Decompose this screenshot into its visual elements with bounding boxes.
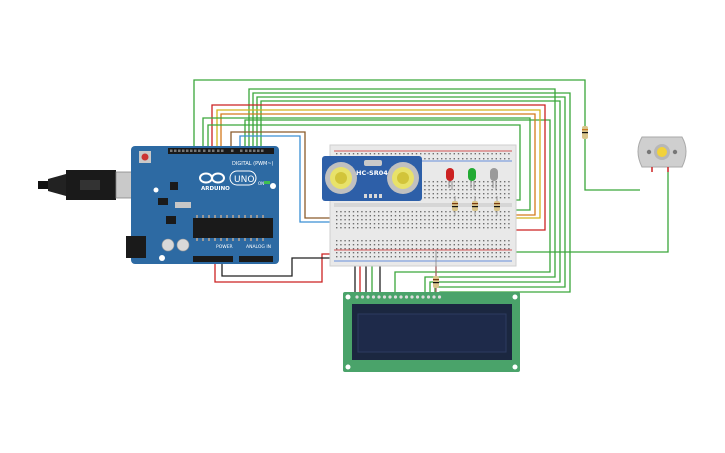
arduino-model: UNO bbox=[234, 175, 254, 185]
on-label: ON bbox=[258, 181, 264, 186]
dc-motor-icon[interactable] bbox=[637, 136, 687, 172]
infinity-logo-icon bbox=[199, 172, 225, 184]
digital-pins bbox=[170, 149, 264, 152]
resistor-icon[interactable] bbox=[452, 196, 458, 216]
wire-black-gnd[interactable] bbox=[221, 257, 340, 277]
resistor-icon[interactable] bbox=[582, 126, 588, 139]
led-gray[interactable] bbox=[490, 168, 498, 190]
power-header bbox=[193, 256, 233, 262]
ultrasonic-sensor[interactable]: HC-SR04 bbox=[322, 156, 422, 201]
usb-connector-icon bbox=[38, 170, 147, 200]
wire-green-3[interactable] bbox=[256, 96, 566, 298]
led-red[interactable] bbox=[446, 168, 454, 190]
lcd-pins bbox=[355, 295, 442, 299]
wire-green-1[interactable] bbox=[193, 79, 640, 191]
resistor-icon[interactable] bbox=[433, 250, 439, 296]
analog-label: ANALOG IN bbox=[246, 244, 271, 250]
wire-blue-1[interactable] bbox=[239, 135, 370, 223]
led-green[interactable] bbox=[468, 168, 476, 190]
arduino-brand: ARDUINO bbox=[201, 186, 230, 192]
barrel-jack-icon bbox=[126, 236, 146, 258]
digital-label: DIGITAL (PWM~) bbox=[232, 161, 274, 167]
wire-brown-1[interactable] bbox=[230, 131, 352, 219]
atmega-chip bbox=[193, 218, 273, 238]
wire-red-power[interactable] bbox=[214, 253, 340, 283]
power-label: POWER bbox=[216, 244, 233, 250]
lcd-display[interactable] bbox=[343, 292, 520, 372]
analog-header bbox=[239, 256, 273, 262]
resistor-icon[interactable] bbox=[472, 196, 478, 216]
arduino-uno-board[interactable]: DIGITAL (PWM~) ARDUINO UNO ON bbox=[38, 146, 279, 264]
wire-green-4[interactable] bbox=[260, 100, 561, 298]
wire-green-motor[interactable] bbox=[510, 172, 669, 253]
wire-yellow-1[interactable] bbox=[216, 109, 541, 219]
resistor-icon[interactable] bbox=[494, 196, 500, 216]
sensor-model: HC-SR04 bbox=[356, 169, 388, 177]
wire-green-5[interactable] bbox=[248, 88, 556, 298]
lcd-screen bbox=[357, 313, 507, 353]
reset-button[interactable] bbox=[141, 153, 149, 161]
